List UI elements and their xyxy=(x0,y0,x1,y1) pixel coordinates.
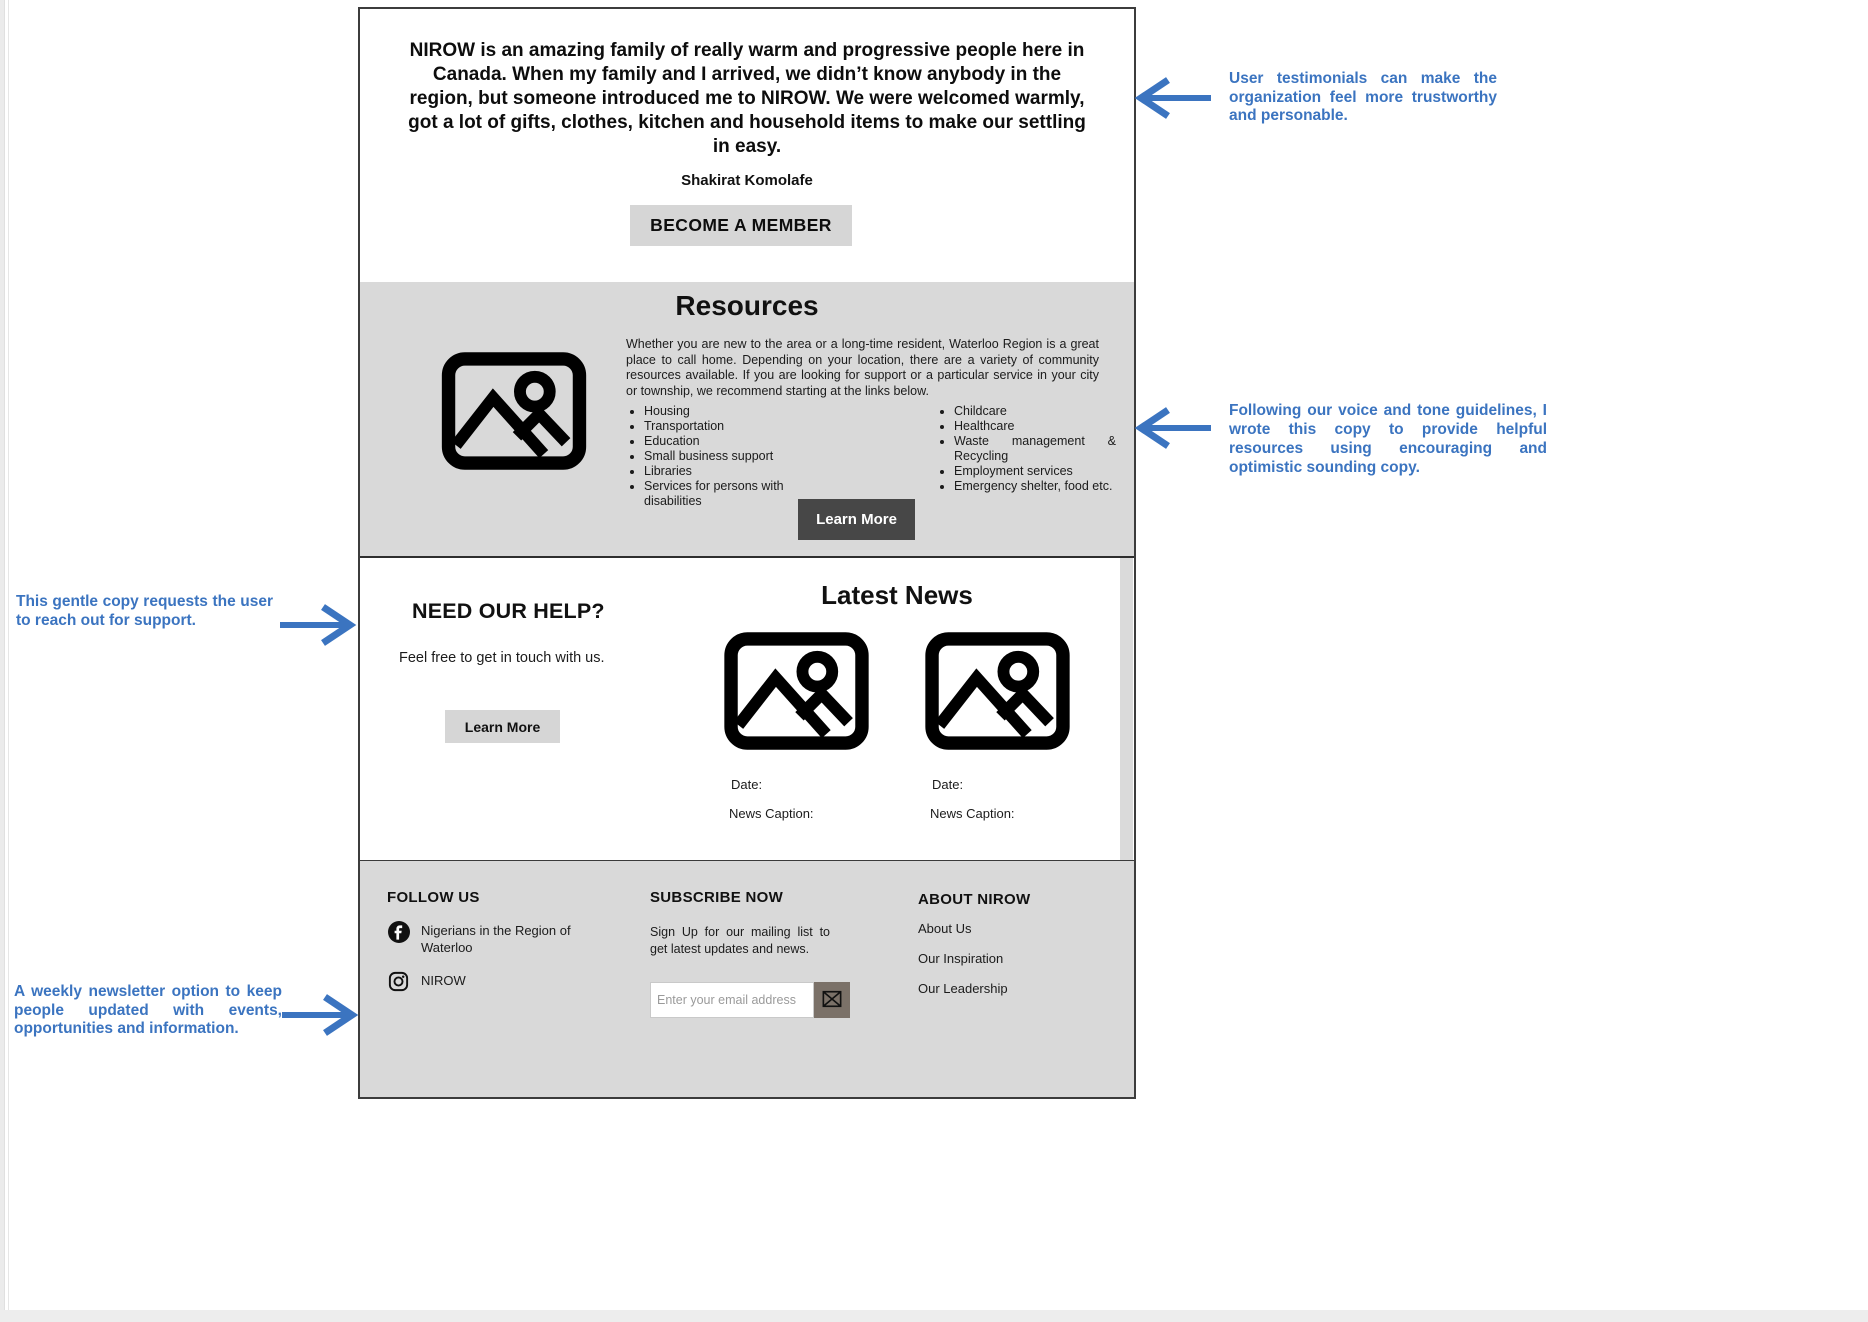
instagram-label[interactable]: NIROW xyxy=(421,973,466,988)
list-item: Employment services xyxy=(954,464,1116,479)
help-learn-more-button[interactable]: Learn More xyxy=(445,710,560,743)
resources-learn-more-button[interactable]: Learn More xyxy=(798,499,915,540)
list-item: Childcare xyxy=(954,404,1116,419)
annotation-testimonials: User testimonials can make the organizat… xyxy=(1229,70,1497,124)
annotation-gentle-copy: This gentle copy requests the user to re… xyxy=(16,593,273,629)
need-our-help-title: NEED OUR HELP? xyxy=(412,599,605,623)
arrow-left-icon xyxy=(1131,406,1215,455)
news-caption-label: News Caption: xyxy=(930,806,1015,821)
news-date-label: Date: xyxy=(731,777,763,792)
image-placeholder-icon xyxy=(922,632,1073,756)
footer-section: FOLLOW US Nigerians in the Region of Wat… xyxy=(360,860,1134,1097)
facebook-link[interactable]: Nigerians in the Region of Waterloo xyxy=(387,920,571,956)
instagram-icon[interactable] xyxy=(387,970,411,998)
annotation-voice-tone: Following our voice and tone guidelines,… xyxy=(1229,402,1547,476)
arrow-right-icon xyxy=(278,993,362,1042)
news-card: Date: News Caption: xyxy=(721,630,872,821)
window-edge-left xyxy=(0,0,5,1322)
scrollbar-track[interactable] xyxy=(1120,558,1133,860)
resources-lists: Housing Transportation Education Small b… xyxy=(626,404,1116,509)
list-item: Transportation xyxy=(644,419,806,434)
testimonial-quote: NIROW is an amazing family of really war… xyxy=(408,40,1086,157)
testimonial-section: NIROW is an amazing family of really war… xyxy=(360,9,1134,282)
help-news-section: NEED OUR HELP? Feel free to get in touch… xyxy=(360,558,1134,860)
footer-follow-column: FOLLOW US Nigerians in the Region of Wat… xyxy=(387,889,571,998)
resources-section: Resources Whether you are new to the are… xyxy=(360,282,1134,558)
facebook-label[interactable]: Nigerians in the Region of Waterloo xyxy=(421,923,571,955)
list-item: Waste management & Recycling xyxy=(954,434,1116,464)
subscribe-submit-button[interactable] xyxy=(814,982,850,1018)
need-our-help-subtitle: Feel free to get in touch with us. xyxy=(399,650,605,666)
our-leadership-link[interactable]: Our Leadership xyxy=(918,981,1008,996)
footer-subscribe-column: SUBSCRIBE NOW Sign Up for our mailing li… xyxy=(650,889,850,1018)
about-us-link[interactable]: About Us xyxy=(918,921,972,936)
resources-list-left: Housing Transportation Education Small b… xyxy=(626,404,936,509)
latest-news-title: Latest News xyxy=(821,580,973,610)
subscribe-now-title: SUBSCRIBE NOW xyxy=(650,889,784,906)
list-item: Small business support xyxy=(644,449,806,464)
window-edge-bottom xyxy=(0,1310,1868,1322)
list-item: Emergency shelter, food etc. xyxy=(954,479,1116,494)
resources-title: Resources xyxy=(675,290,819,321)
become-a-member-button[interactable]: BECOME A MEMBER xyxy=(630,205,852,246)
list-item: Education xyxy=(644,434,806,449)
news-card: Date: News Caption: xyxy=(922,630,1073,821)
image-placeholder-icon xyxy=(721,632,872,756)
news-caption-label: News Caption: xyxy=(729,806,814,821)
testimonial-author: Shakirat Komolafe xyxy=(681,172,813,189)
about-nirow-title: ABOUT NIROW xyxy=(918,891,1031,908)
follow-us-title: FOLLOW US xyxy=(387,889,480,906)
instagram-link[interactable]: NIROW xyxy=(387,970,571,998)
our-inspiration-link[interactable]: Our Inspiration xyxy=(918,951,1004,966)
news-date-label: Date: xyxy=(932,777,964,792)
window-edge-line xyxy=(8,0,9,1322)
annotation-newsletter: A weekly newsletter option to keep peopl… xyxy=(14,983,282,1037)
image-placeholder-icon xyxy=(438,350,590,477)
list-item: Libraries xyxy=(644,464,806,479)
email-input[interactable] xyxy=(650,982,814,1018)
list-item: Healthcare xyxy=(954,419,1116,434)
arrow-left-icon xyxy=(1131,76,1215,125)
resources-intro-text: Whether you are new to the area or a lon… xyxy=(626,337,1099,398)
website-mockup-page: NIROW is an amazing family of really war… xyxy=(358,7,1136,1099)
facebook-icon[interactable] xyxy=(387,920,411,949)
resources-list-right: Childcare Healthcare Waste management & … xyxy=(936,404,1116,509)
arrow-right-icon xyxy=(276,603,360,652)
subscribe-text: Sign Up for our mailing list to get late… xyxy=(650,925,830,956)
list-item: Housing xyxy=(644,404,806,419)
list-item: Services for persons with disabilities xyxy=(644,479,806,509)
footer-about-column: ABOUT NIROW About Us Our Inspiration Our… xyxy=(918,891,1030,996)
envelope-icon xyxy=(821,989,843,1012)
